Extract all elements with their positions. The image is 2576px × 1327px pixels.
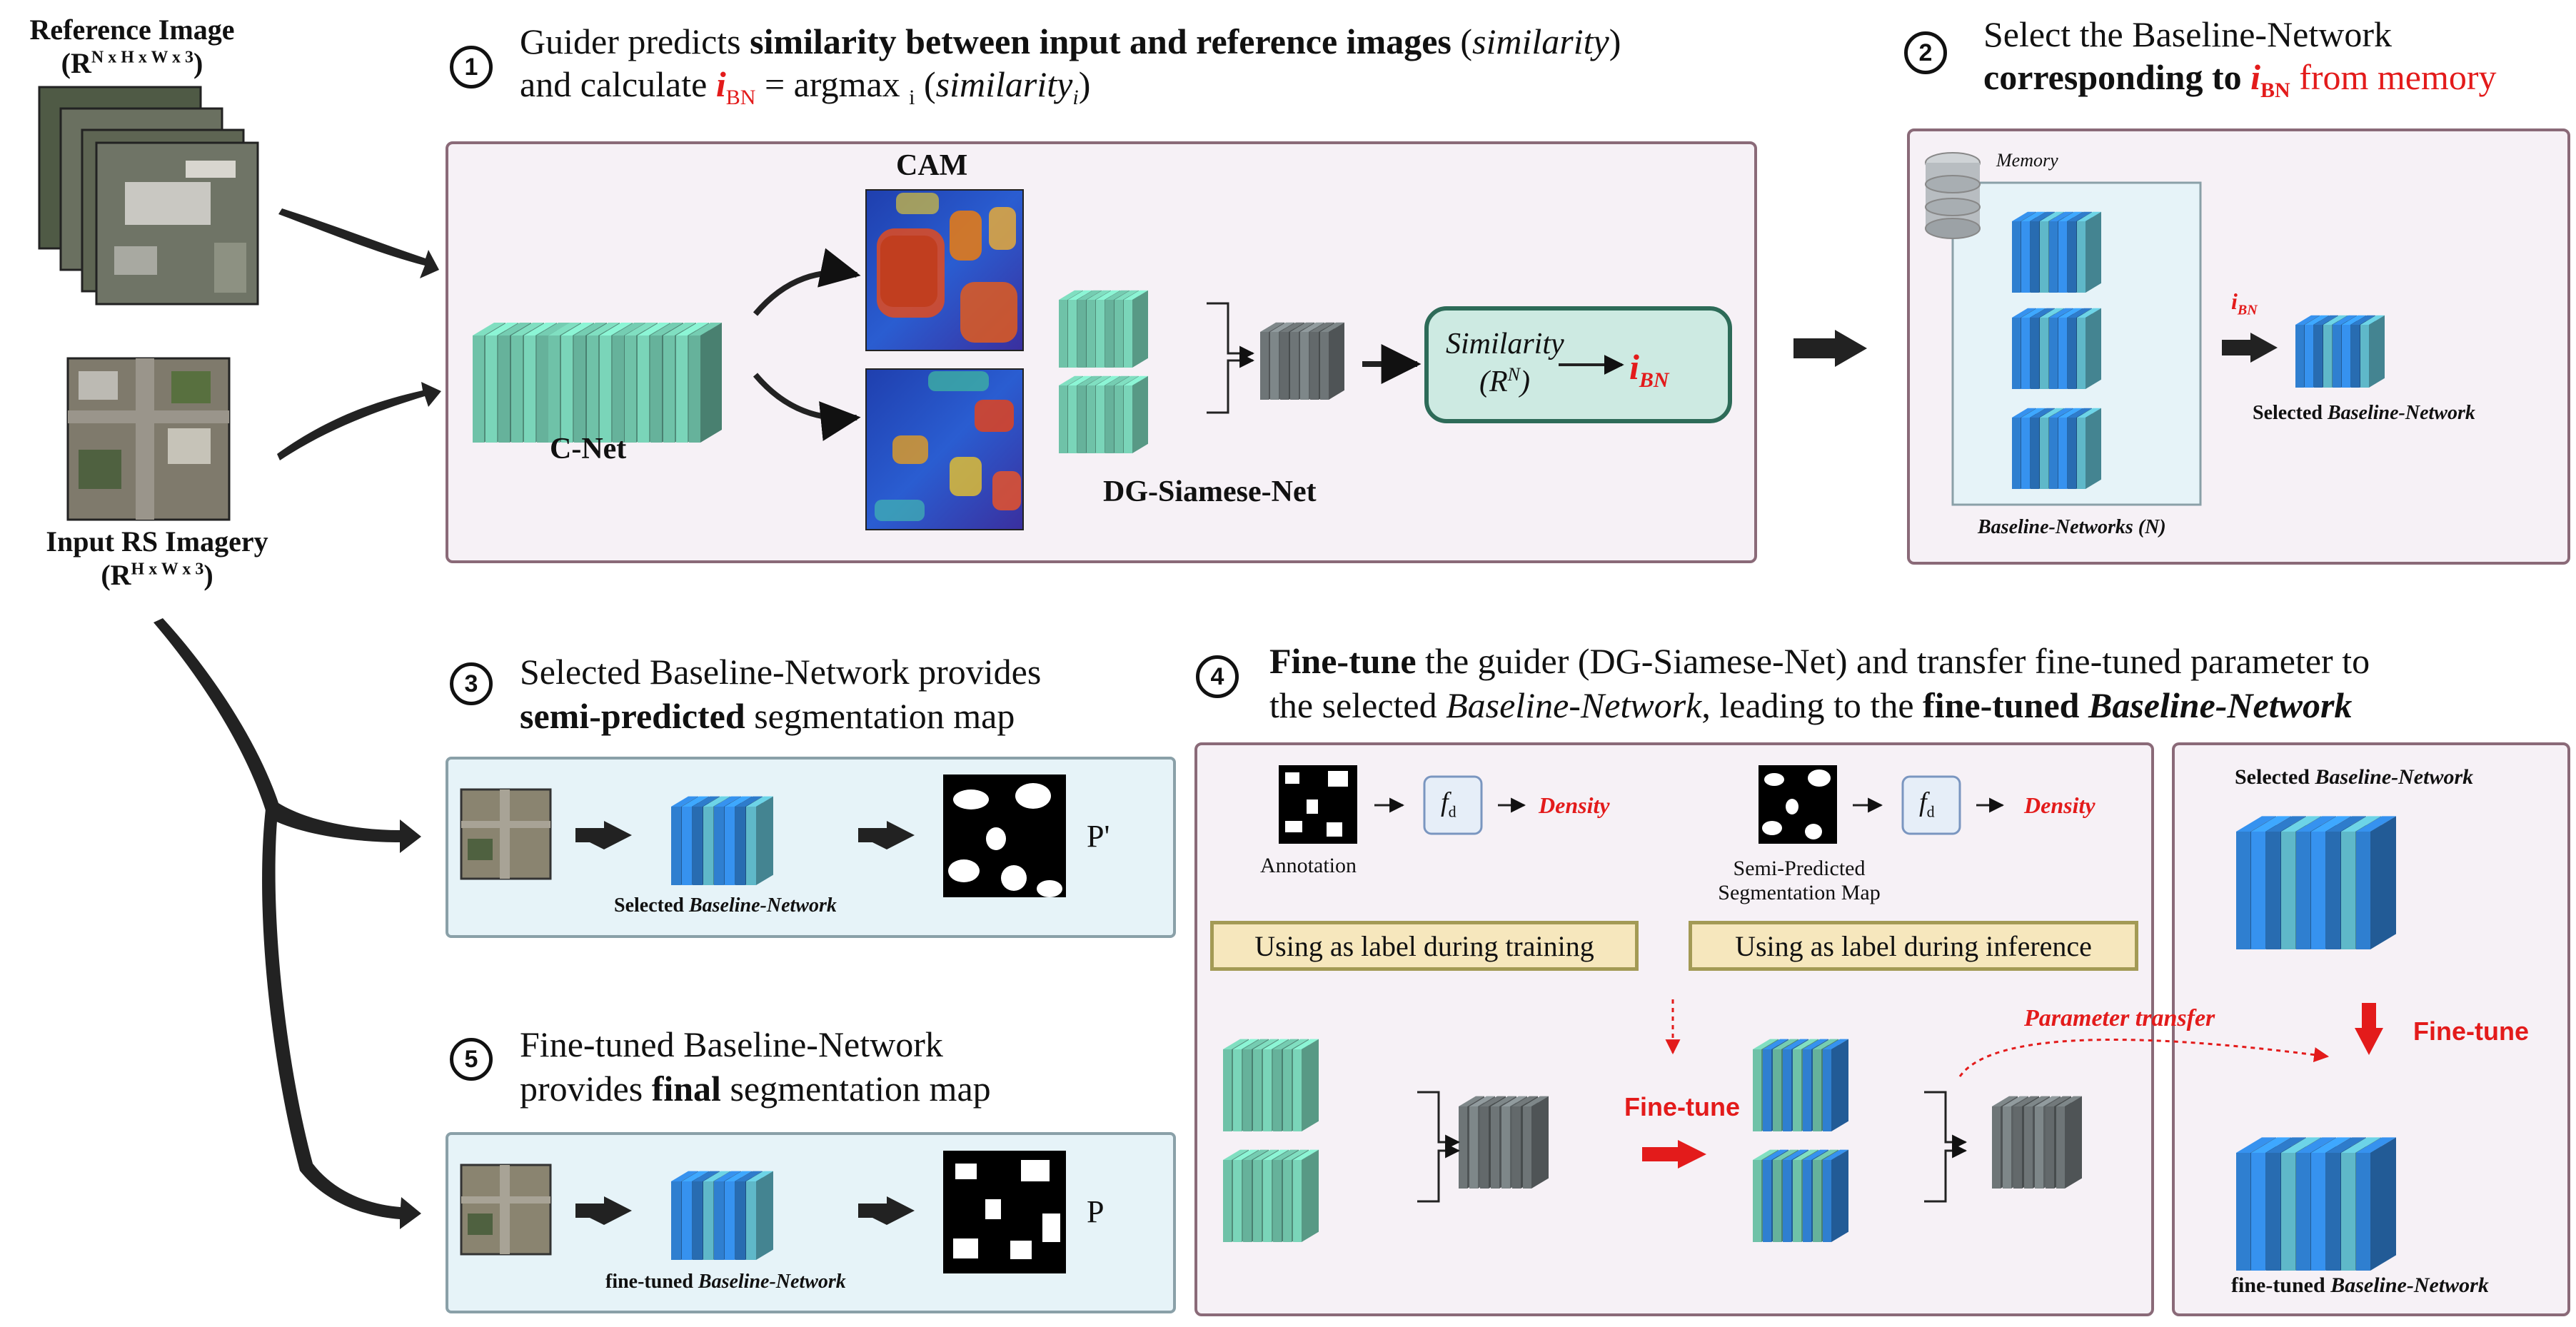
red-finetune-arrow [1642,1140,1706,1169]
similarity-label: Similarity [1446,328,1564,360]
final-map [943,1151,1066,1273]
panel2-selected-label: Selected Baseline-Network [2253,402,2475,424]
cam-label: CAM [896,149,968,182]
cnet-to-cam-top-arrow [753,248,861,316]
network-block [2356,816,2396,949]
c-net-label: C-Net [550,433,627,465]
panel4b-network-blocks [2236,816,2396,1271]
network-block [1823,1039,1848,1131]
network-block [746,1171,773,1260]
network-block [2056,1096,2082,1189]
step-4-text: Fine-tune the guider (DG-Siamese-Net) an… [1269,641,2370,725]
network-block [746,796,773,885]
reference-image-stack [38,86,259,306]
panel3-input-thumbnail [460,788,552,880]
network-block [1823,1149,1848,1242]
network-block [1293,1149,1319,1242]
fd-label-1: fd [1441,787,1456,821]
step-4-number: 4 [1196,655,1239,698]
input-rs-formula: (RH x W x 3) [101,559,213,591]
step-3-number: 3 [450,662,493,705]
network-block [1124,375,1148,453]
baseline-networks-label: Baseline-Networks (N) [1978,516,2166,538]
panel4-finetune-label: Fine-tune [1624,1092,1740,1121]
panel3-selected-label: Selected Baseline-Network [614,894,837,917]
network-block [2360,315,2385,388]
panel5-input-thumbnail [460,1164,552,1256]
network-block [2077,308,2101,389]
network-block [2356,1137,2396,1271]
step-3-text: Selected Baseline-Network provides semi-… [520,652,1042,736]
step-1-text: Guider predicts similarity between input… [520,21,1621,109]
c-net-blocks [473,323,722,443]
panel4b-finetuned-label: fine-tuned Baseline-Network [2231,1273,2489,1297]
density-label-1: Density [1539,792,1610,818]
input-rs-image [66,357,231,521]
step-2-number: 2 [1904,31,1947,74]
panel3-p-prime-label: P' [1087,819,1110,854]
similarity-ibn-label: iBN [1629,347,1669,392]
annotation-label: Annotation [1260,854,1357,877]
step-1-number: 1 [450,46,493,89]
left-curved-arrows [154,208,441,1229]
panel2-ibn-label: iBN [2231,288,2258,318]
network-block [2077,211,2101,293]
fd-label-2: fd [1919,787,1935,821]
memory-label: Memory [1996,150,2058,171]
parameter-transfer-label: Parameter transfer [2024,1005,2215,1031]
panel4-connectors [1417,1091,1968,1203]
fd-box-2 [1901,775,1961,835]
dg-siamese-net-label: DG-Siamese-Net [1103,475,1317,508]
panel1-to-panel2-arrow [1792,330,1867,367]
network-block [689,323,722,443]
cam-heatmap-top [865,189,1024,351]
cam-heatmap-bottom [865,368,1024,530]
density-label-2: Density [2024,792,2095,818]
label-during-inference-box: Using as label during inference [1689,921,2138,971]
panel4-network-blocks [1223,1039,2082,1242]
panel5-p-label: P [1087,1194,1105,1229]
step-2-text: Select the Baseline-Network correspondin… [1983,14,2497,102]
panel4b-selected-label: Selected Baseline-Network [2235,765,2474,789]
fd-box-1 [1423,775,1483,835]
input-rs-title: Input RS Imagery [46,525,268,557]
database-icon [1925,152,1981,239]
panel5-finetuned-label: fine-tuned Baseline-Network [605,1271,846,1293]
network-block [1523,1096,1549,1189]
network-block [2077,408,2101,489]
reference-image-title: Reference Image [29,14,235,46]
panel4b-finetune-label: Fine-tune [2413,1016,2529,1046]
reference-image-label: Reference Image (RN x H x W x 3) [14,13,250,80]
annotation-map [1279,765,1357,844]
network-block [1293,1039,1319,1131]
network-block [1124,290,1148,368]
dgs-connectors [1207,302,1255,414]
reference-image-formula: (RN x H x W x 3) [61,47,203,79]
network-block [1320,322,1344,400]
step-5-text: Fine-tuned Baseline-Network provides fin… [520,1024,991,1109]
panel5-baseline-blocks [671,1171,773,1260]
panel3-baseline-blocks [671,796,773,885]
label-during-training-box: Using as label during training [1210,921,1639,971]
parameter-transfer-arrow [1958,1039,2330,1077]
semi-predicted-small-map [1759,765,1837,844]
panel-4-box [1194,742,2154,1316]
step-5-number: 5 [450,1038,493,1081]
dg-siamese-net-blocks [1059,290,1344,453]
semi-predicted-map [943,774,1066,897]
input-rs-label: Input RS Imagery (RH x W x 3) [14,525,300,592]
similarity-r-label: (RN) [1479,364,1530,398]
cnet-to-cam-bottom-arrow [753,373,861,441]
memory-baseline-networks [2012,211,2385,489]
